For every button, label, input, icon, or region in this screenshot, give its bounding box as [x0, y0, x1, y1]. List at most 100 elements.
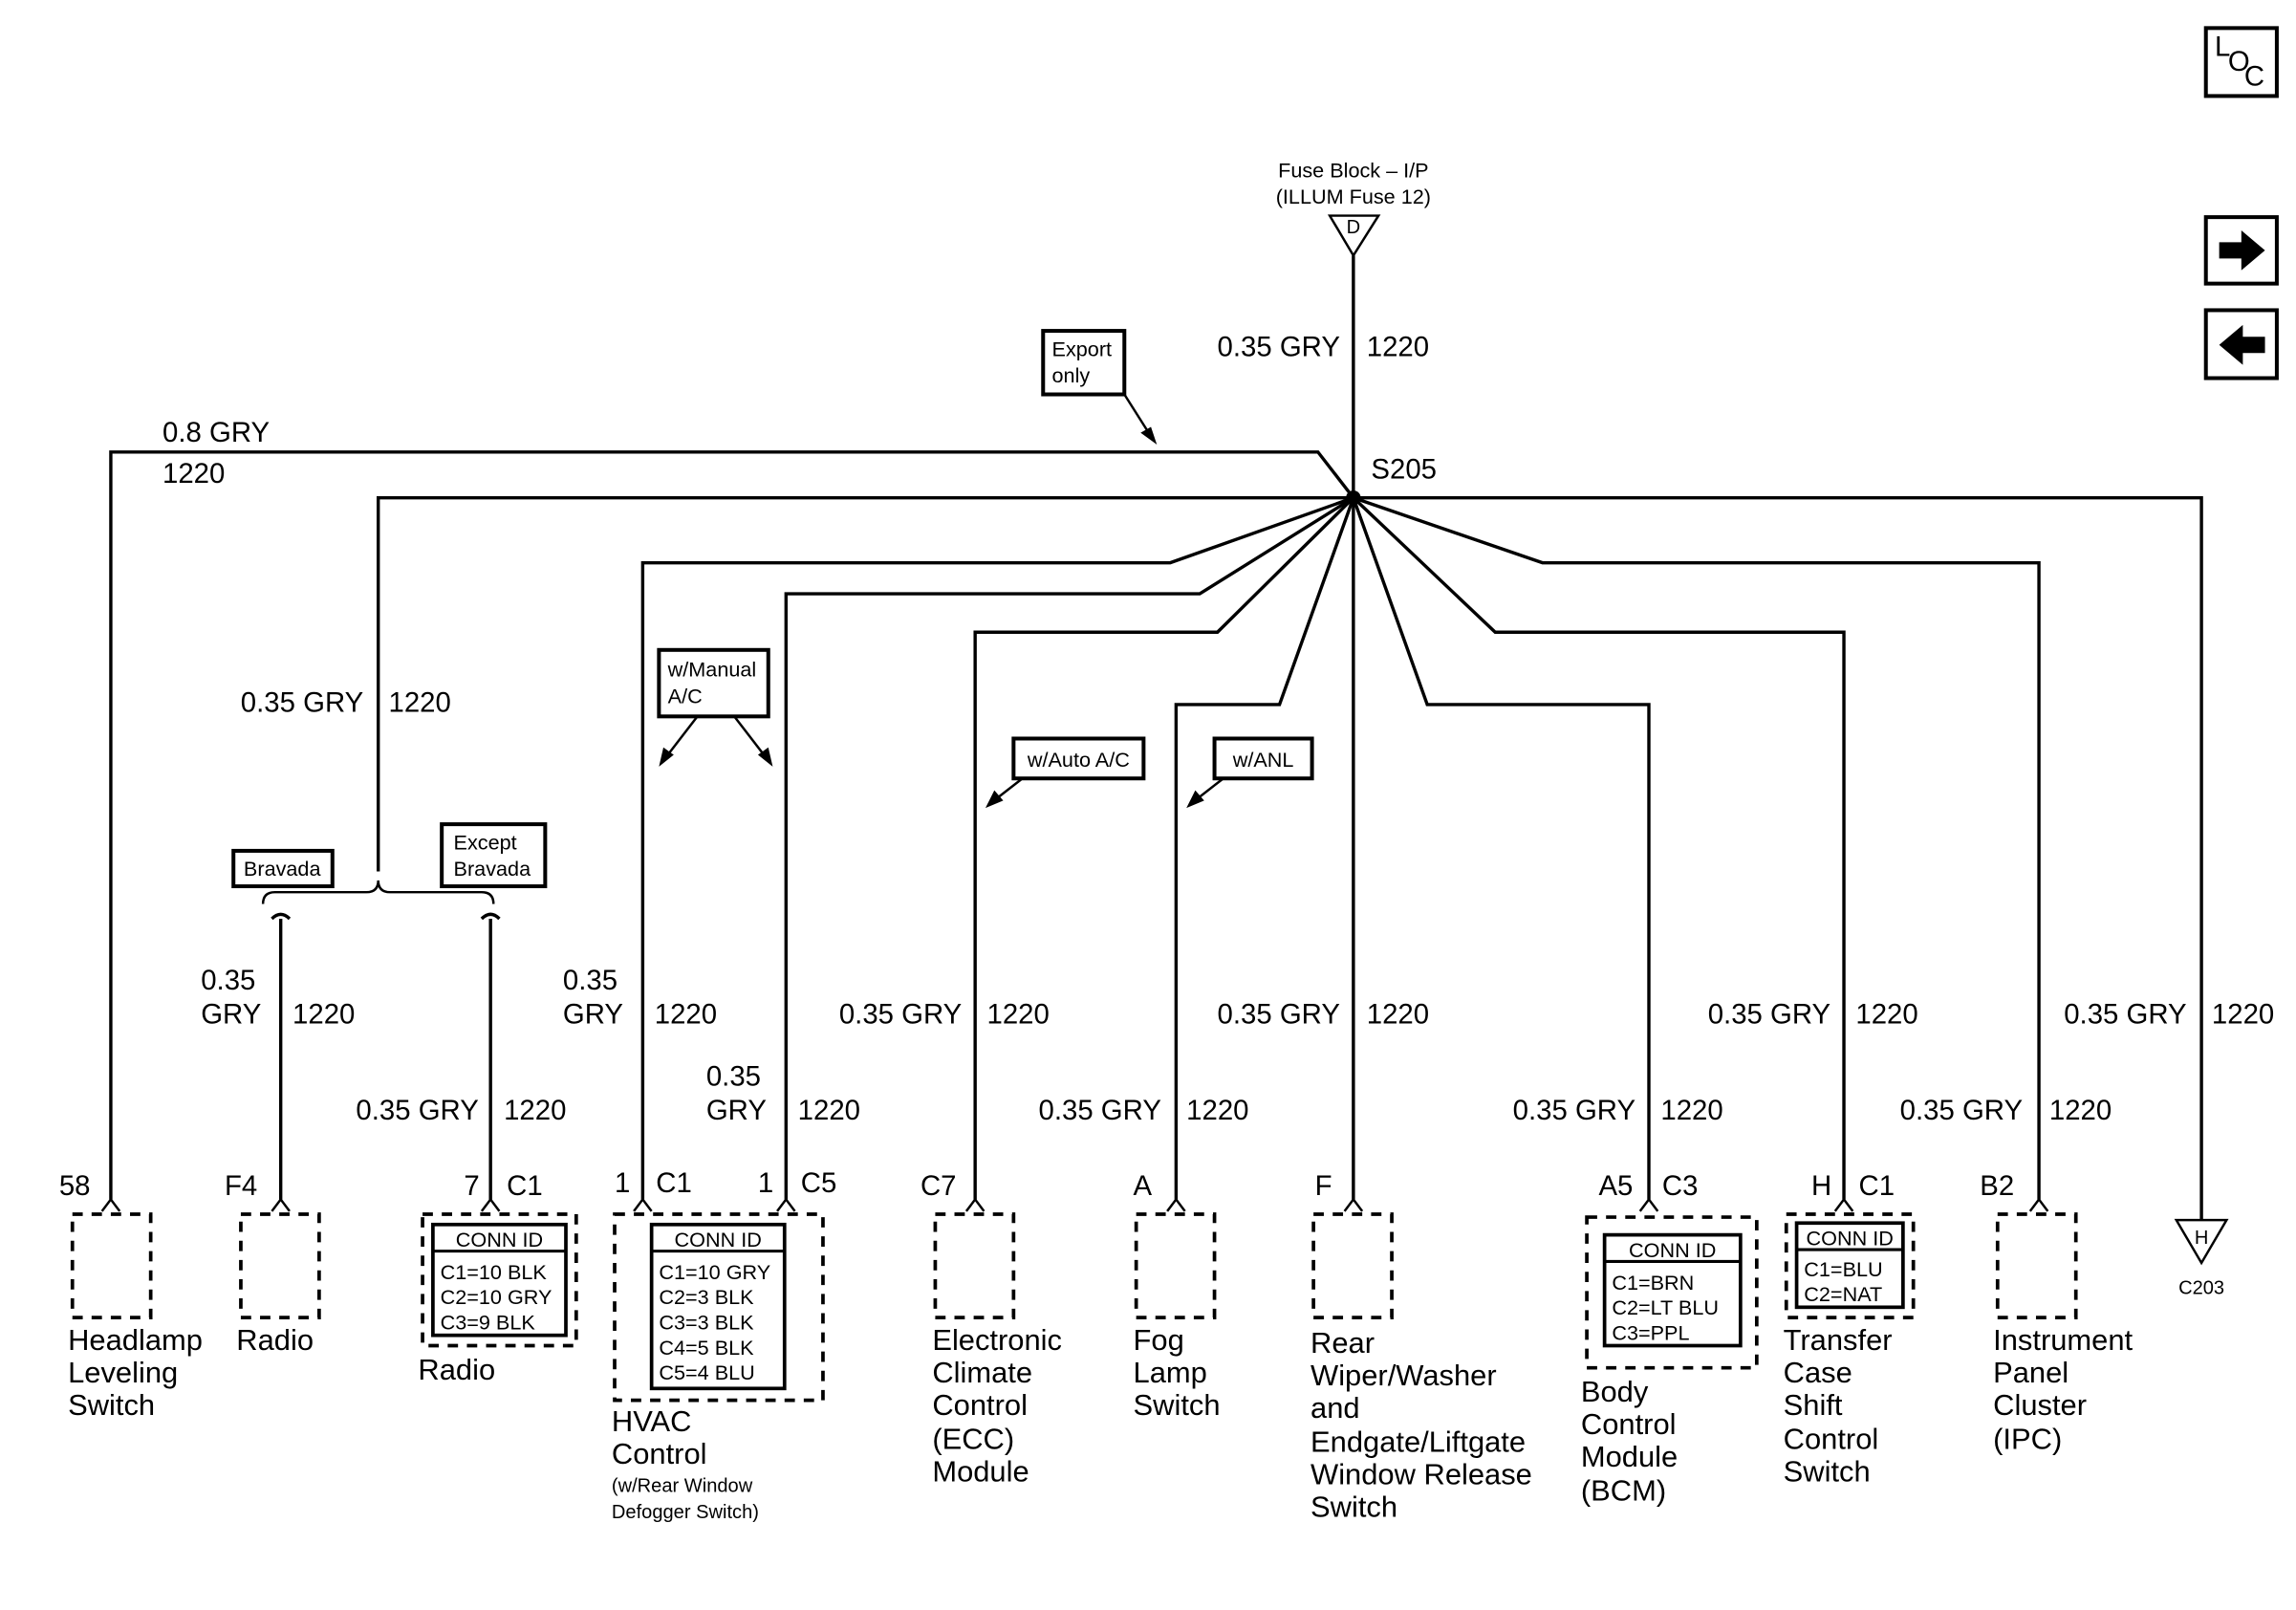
svg-text:Switch: Switch	[1784, 1455, 1871, 1489]
body-control-module: A5 C3 CONN ID C1=BRN C2=LT BLU C3=PPL Bo…	[1581, 1170, 1759, 1508]
prev-page-button[interactable]	[2203, 308, 2279, 381]
svg-text:F: F	[1315, 1170, 1332, 1202]
manual-ac-note: w/Manual A/C	[657, 647, 773, 767]
svg-text:C3=3 BLK: C3=3 BLK	[659, 1311, 754, 1335]
svg-text:Cluster: Cluster	[1993, 1388, 2087, 1422]
svg-text:Fog: Fog	[1134, 1323, 1184, 1357]
svg-text:Climate: Climate	[932, 1356, 1032, 1389]
fuse-block-source: Fuse Block – I/P (ILLUM Fuse 12) D 0.35 …	[1218, 158, 1431, 498]
svg-text:Switch: Switch	[1134, 1388, 1221, 1422]
headlamp-leveling-switch: 58 Headlamp Leveling Switch	[59, 1170, 203, 1422]
svg-text:Bravada: Bravada	[454, 857, 532, 881]
svg-text:1220: 1220	[1367, 999, 1429, 1031]
loc-l: L	[2215, 32, 2230, 63]
svg-text:58: 58	[59, 1170, 91, 1202]
svg-text:CONN ID: CONN ID	[1807, 1226, 1894, 1250]
svg-text:C5: C5	[801, 1167, 837, 1199]
radio-trunk-circuit: 1220	[389, 687, 451, 719]
svg-text:C1=10 GRY: C1=10 GRY	[659, 1260, 770, 1284]
svg-text:0.35 GRY: 0.35 GRY	[1513, 1095, 1635, 1126]
fuse-terminal: D	[1347, 217, 1361, 238]
svg-text:7: 7	[464, 1170, 479, 1202]
svg-text:C2=LT BLU: C2=LT BLU	[1612, 1295, 1719, 1319]
source-wire: 0.35 GRY	[1218, 331, 1340, 362]
svg-text:Instrument: Instrument	[1993, 1323, 2133, 1357]
svg-text:0.35 GRY: 0.35 GRY	[1708, 999, 1830, 1031]
svg-text:1220: 1220	[1855, 999, 1917, 1031]
terminal-triangle-icon	[1327, 214, 1381, 258]
svg-text:Transfer: Transfer	[1784, 1323, 1893, 1357]
bravada-note: Bravada	[244, 857, 322, 881]
svg-text:(ECC): (ECC)	[932, 1423, 1014, 1456]
svg-text:w/ANL: w/ANL	[1232, 748, 1294, 772]
svg-text:CONN ID: CONN ID	[456, 1228, 543, 1251]
svg-text:Control: Control	[1784, 1423, 1879, 1456]
radio-f4: F4 Radio	[225, 1170, 321, 1357]
svg-text:0.35: 0.35	[706, 1061, 761, 1093]
svg-text:Module: Module	[1581, 1440, 1678, 1473]
svg-text:only: only	[1052, 363, 1091, 387]
radio-trunk-wire: 0.35 GRY	[241, 687, 363, 719]
svg-text:C3: C3	[1662, 1170, 1699, 1202]
left-arrow-icon	[2219, 324, 2265, 365]
right-arrow-icon	[2219, 230, 2265, 271]
svg-text:1220: 1220	[292, 999, 355, 1031]
svg-text:C1: C1	[1858, 1170, 1895, 1202]
svg-text:0.35 GRY: 0.35 GRY	[1218, 999, 1340, 1031]
svg-text:B2: B2	[1980, 1170, 2014, 1202]
svg-text:(BCM): (BCM)	[1581, 1474, 1666, 1508]
svg-text:Shift: Shift	[1784, 1388, 1843, 1422]
svg-text:0.35: 0.35	[563, 965, 617, 996]
svg-text:Electronic: Electronic	[932, 1323, 1062, 1357]
svg-text:1: 1	[615, 1167, 630, 1199]
svg-text:Control: Control	[612, 1437, 707, 1470]
svg-text:C1: C1	[656, 1167, 692, 1199]
svg-text:C203: C203	[2178, 1277, 2224, 1298]
ecc-module: C7 Electronic Climate Control (ECC) Modu…	[921, 1170, 1062, 1489]
svg-text:F4: F4	[225, 1170, 257, 1202]
svg-text:H: H	[1811, 1170, 1831, 1202]
svg-text:C4=5 BLK: C4=5 BLK	[659, 1336, 754, 1360]
svg-text:0.35 GRY: 0.35 GRY	[1900, 1095, 2023, 1126]
svg-text:and: and	[1310, 1391, 1360, 1425]
svg-text:(IPC): (IPC)	[1993, 1423, 2062, 1456]
headlamp-wire: 0.8 GRY	[162, 417, 270, 448]
svg-text:CONN ID: CONN ID	[675, 1228, 762, 1251]
svg-text:C2=10 GRY: C2=10 GRY	[441, 1285, 552, 1309]
svg-text:Radio: Radio	[418, 1353, 495, 1386]
svg-text:C3=PPL: C3=PPL	[1612, 1320, 1689, 1344]
svg-text:C1: C1	[507, 1170, 543, 1202]
svg-text:Switch: Switch	[68, 1388, 155, 1422]
svg-text:C1=BRN: C1=BRN	[1612, 1271, 1694, 1295]
fog-lamp-switch: A Fog Lamp Switch	[1134, 1170, 1221, 1422]
svg-text:A5: A5	[1598, 1170, 1633, 1202]
svg-text:0.35: 0.35	[201, 965, 255, 996]
anl-note: w/ANL	[1186, 736, 1314, 809]
svg-text:CONN ID: CONN ID	[1629, 1238, 1716, 1262]
transfer-case-switch: H C1 CONN ID C1=BLU C2=NAT Transfer Case…	[1784, 1170, 1916, 1489]
svg-text:GRY: GRY	[563, 999, 623, 1031]
svg-text:A/C: A/C	[668, 684, 703, 707]
fuse-block-title: Fuse Block – I/P	[1278, 158, 1428, 182]
svg-text:Defogger Switch): Defogger Switch)	[612, 1502, 759, 1523]
svg-text:1220: 1220	[1660, 1095, 1722, 1126]
connector-terminals	[100, 1197, 2049, 1212]
bravada-branch: Bravada Except Bravada	[231, 822, 548, 1200]
svg-text:C5=4 BLU: C5=4 BLU	[659, 1360, 754, 1384]
c203-wire: 0.35 GRY	[2064, 999, 2186, 1031]
loc-button[interactable]: L O C	[2203, 26, 2279, 98]
svg-text:GRY: GRY	[201, 999, 261, 1031]
export-only-note: Export only	[1041, 329, 1158, 446]
radio-c1: 7 C1 CONN ID C1=10 BLK C2=10 GRY C3=9 BL…	[418, 1170, 578, 1386]
rear-wiper-switch: F Rear Wiper/Washer and Endgate/Liftgate…	[1310, 1170, 1532, 1524]
instrument-panel-cluster: B2 Instrument Panel Cluster (IPC)	[1980, 1170, 2133, 1456]
svg-text:Control: Control	[932, 1388, 1028, 1422]
svg-text:C7: C7	[921, 1170, 957, 1202]
svg-text:1220: 1220	[1186, 1095, 1248, 1126]
hvac-control: 1 C1 1 C5 CONN ID C1=10 GRY C2=3 BLK C3=…	[612, 1167, 836, 1523]
next-page-button[interactable]	[2203, 215, 2279, 286]
c203-connector: H C203	[2174, 1218, 2229, 1298]
svg-text:A: A	[1134, 1170, 1153, 1202]
svg-text:Module: Module	[932, 1455, 1029, 1489]
